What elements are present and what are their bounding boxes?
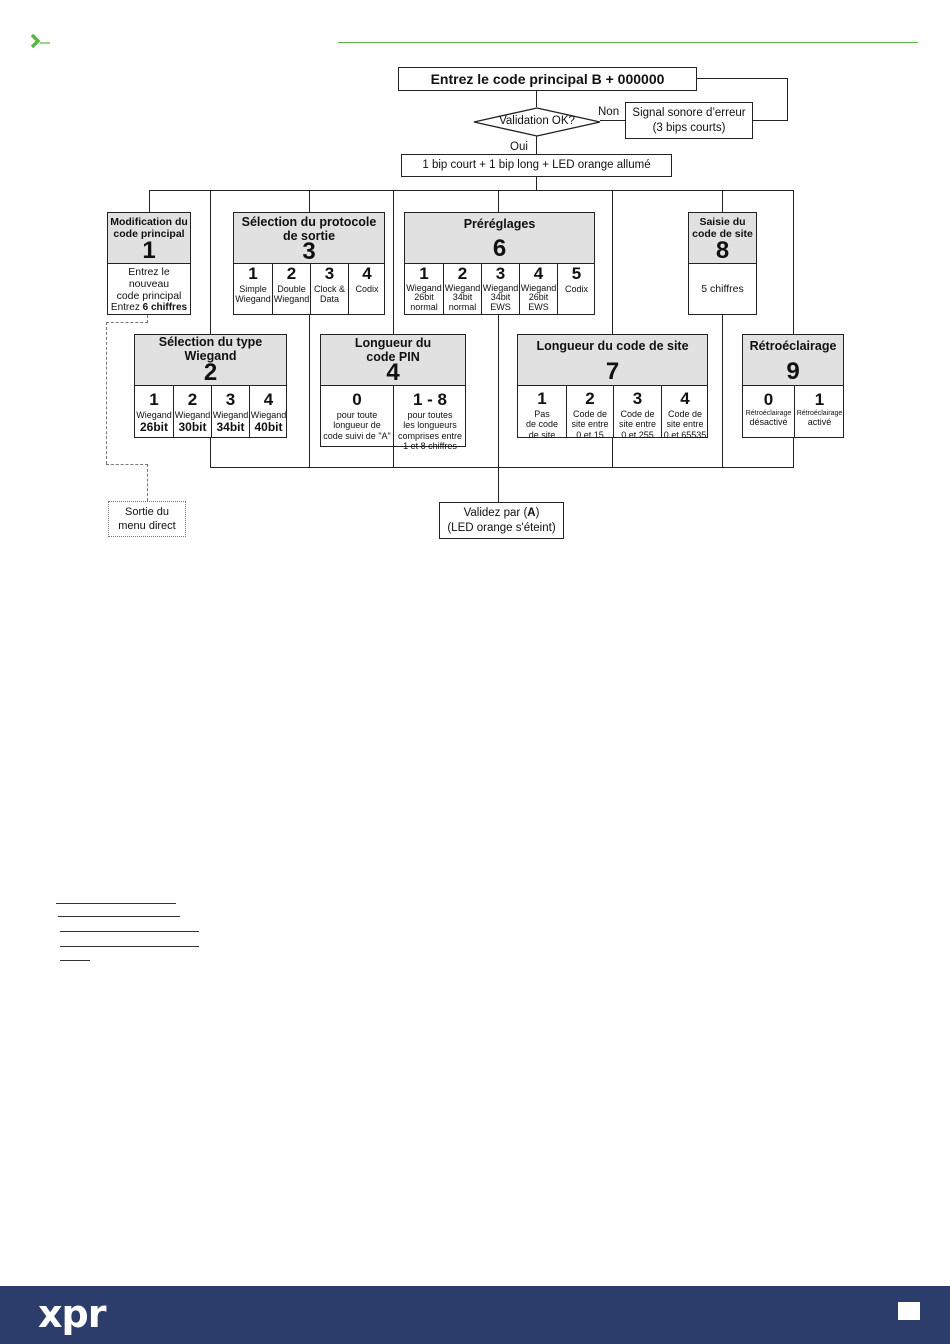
validate-line1: Validez par (A) [463,507,540,519]
menu3-header: Sélection du protocole de sortie 3 [233,212,385,265]
menu1-body: Entrez le nouveau code principal Entrez … [107,263,191,315]
menu2-number: 2 [203,359,218,386]
menu2-title-line2: Wiegand [184,349,237,363]
chevron-right-icon [30,33,50,49]
beep-text: 1 bip court + 1 bip long + LED orange al… [422,158,651,171]
exit-box: Sortie du menu direct [108,501,186,537]
menu8-title-line1: Saisie du [699,216,746,228]
menu2-header: Sélection du type Wiegand 2 [134,334,287,386]
menu9-header: Rétroéclairage 9 [742,334,844,386]
menu8-number: 8 [715,237,730,264]
exit-line2: menu direct [118,520,176,532]
menu1-body-line3: code principal [116,290,182,302]
footer-bar: xpr [0,1286,950,1344]
enter-code-box: Entrez le code principal B + 000000 [398,67,697,91]
menu4-header: Longueur du code PIN 4 [320,334,466,386]
menu1-body-line1: Entrez le [128,266,170,278]
menu8-title-line2: code de site [692,228,753,240]
error-signal-line1: Signal sonore d’erreur [632,107,746,119]
menu6-header: Préréglages 6 [404,212,595,264]
menu4-number: 4 [386,359,400,386]
validation-text: Validation OK? [499,115,575,128]
beep-box: 1 bip court + 1 bip long + LED orange al… [401,154,672,177]
header-rule [338,42,918,43]
menu1-body-line4: Entrez 6 chiffres [110,302,188,313]
menu4-title-line1: Longueur du [354,336,432,350]
menu6-title: Préréglages [463,217,536,231]
menu1-number: 1 [142,237,156,264]
menu1-header: Modification du code principal 1 [107,212,191,264]
menu8-body-text: 5 chiffres [701,282,744,295]
menu9-title: Rétroéclairage [749,339,837,353]
menu3-number: 3 [302,238,316,265]
menu3-title-line2: de sortie [282,229,336,243]
menu1-title-line1: Modification du [110,216,188,228]
menu1-title-line2: code principal [113,228,185,240]
menu7-title: Longueur du code de site [536,339,689,353]
menu6-number: 6 [492,235,507,262]
menu1-body-line2: nouveau [128,278,170,290]
validation-diamond [473,107,601,137]
error-signal-box: Signal sonore d’erreur (3 bips courts) [625,102,753,139]
menu7-number: 7 [605,358,620,385]
page-number-box [898,1302,920,1320]
exit-line1: Sortie du [124,506,170,518]
non-label: Non [598,106,620,118]
menu8-body: 5 chiffres [688,263,757,315]
validate-line2: (LED orange s'éteint) [447,522,556,534]
menu9-number: 9 [786,358,800,385]
menu7-header: Longueur du code de site 7 [517,334,708,386]
menu3-title-line1: Sélection du protocole [241,215,377,229]
menu4-title-line2: code PIN [366,350,420,364]
validate-box: Validez par (A) (LED orange s'éteint) [439,502,564,539]
xpr-logo: xpr [38,1292,106,1336]
menu2-title-line1: Sélection du type [158,335,263,349]
oui-label: Oui [510,141,528,153]
error-signal-line2: (3 bips courts) [652,122,726,134]
menu8-header: Saisie du code de site 8 [688,212,757,264]
enter-code-text: Entrez le code principal B + 000000 [430,71,665,87]
